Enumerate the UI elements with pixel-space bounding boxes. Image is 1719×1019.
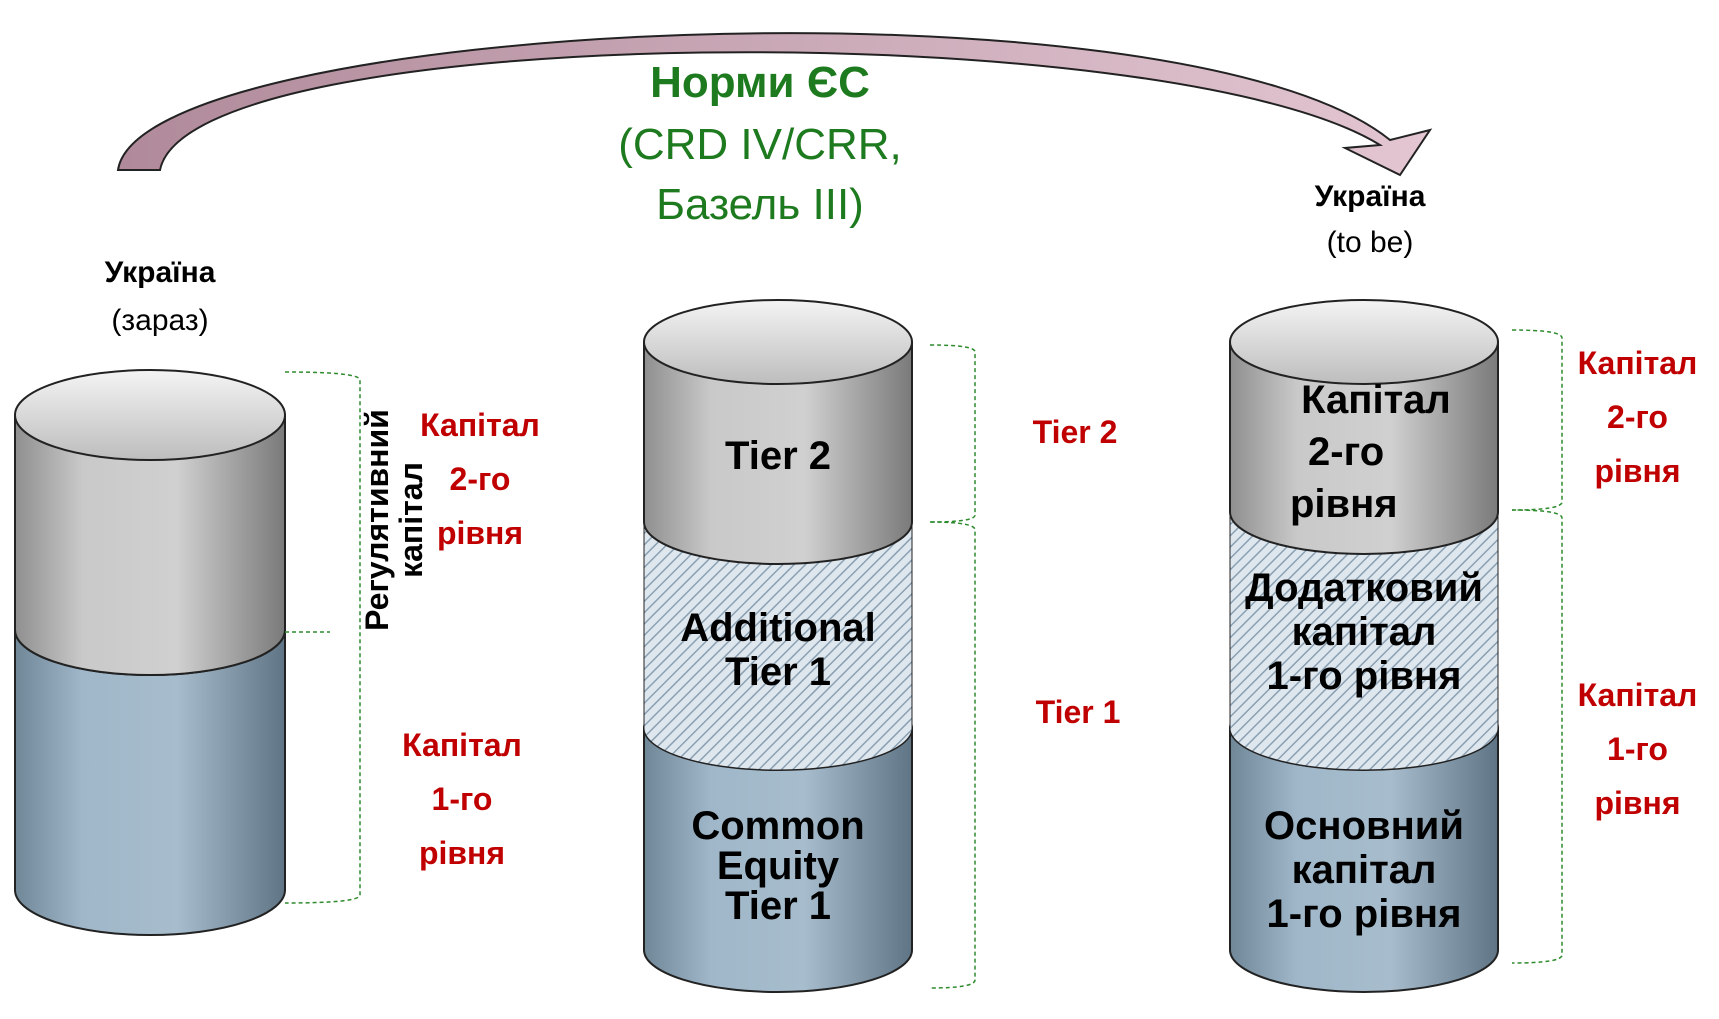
eu-tier2-segment: Tier 2	[725, 434, 831, 478]
future-tier1-line1: Капітал	[1577, 677, 1698, 713]
future-cet1-segment: Основний капітал 1-го рівня	[1232, 804, 1496, 936]
eu-at1-line1: Additional	[680, 606, 876, 650]
bracket-left	[284, 371, 361, 904]
eu-at1-segment: Additional Tier 1	[648, 606, 908, 694]
future-at1-line1: Додатковий	[1245, 566, 1483, 610]
future-tier2-label: Капітал 2-го рівня	[1560, 336, 1715, 498]
eu-title: Норми ЄС	[650, 58, 870, 107]
eu-subtitle-line2: Базель ІІІ)	[656, 180, 864, 229]
eu-subtitle-line1: (CRD IV/CRR,	[618, 120, 902, 169]
future-tier2-seg-line1: Капітал	[1301, 378, 1451, 422]
ukraine-now-title: Україна	[104, 256, 216, 289]
eu-at1-line2: Tier 1	[725, 650, 831, 694]
future-tier2-line3: рівня	[1594, 453, 1681, 489]
eu-cet1-segment: Common Equity Tier 1	[648, 806, 908, 926]
eu-cet1-line1: Common	[691, 804, 865, 848]
now-tier2-line3: рівня	[436, 515, 524, 551]
eu-cet1-line3: Tier 1	[725, 884, 831, 928]
ukraine-future-subtitle: (to be)	[1326, 226, 1414, 259]
future-cet1-line3: 1-го рівня	[1266, 892, 1462, 936]
bracket-eu-tier1	[929, 521, 976, 989]
future-cet1-line1: Основний	[1264, 804, 1464, 848]
future-at1-line3: 1-го рівня	[1266, 654, 1462, 698]
future-tier2-seg-line3: рівня	[1290, 482, 1398, 526]
now-tier2-line1: Капітал	[420, 407, 540, 443]
now-tier1-line2: 1-го	[431, 781, 493, 817]
future-tier2-segment: Капітал 2-го рівня	[1266, 374, 1486, 530]
cylinder-ukraine-future	[1229, 299, 1499, 993]
eu-tier2-label: Tier 2	[1032, 414, 1118, 450]
future-at1-line2: капітал	[1291, 610, 1437, 654]
now-tier1-label: Капітал 1-го рівня	[362, 718, 562, 880]
future-tier2-line1: Капітал	[1577, 345, 1698, 381]
future-cet1-line2: капітал	[1291, 848, 1437, 892]
cylinder-ukraine-now	[14, 369, 286, 936]
now-tier1-line3: рівня	[418, 835, 506, 871]
now-tier2-label: Капітал 2-го рівня	[380, 398, 580, 560]
ukraine-now-subtitle: (зараз)	[111, 304, 209, 337]
bracket-eu-tier2	[929, 344, 976, 523]
future-tier1-line3: рівня	[1594, 785, 1681, 821]
eu-tier1-label: Tier 1	[1035, 694, 1121, 730]
future-tier1-label: Капітал 1-го рівня	[1560, 668, 1715, 830]
bracket-future-tier2	[1511, 329, 1563, 511]
future-tier2-line2: 2-го	[1607, 399, 1668, 435]
arrow	[116, 32, 1433, 177]
cylinder-eu	[643, 299, 913, 993]
now-tier2-line2: 2-го	[449, 461, 511, 497]
bracket-future-tier1	[1511, 509, 1563, 964]
future-at1-segment: Додатковий капітал 1-го рівня	[1232, 566, 1496, 698]
future-tier1-line2: 1-го	[1607, 731, 1668, 767]
ukraine-future-title: Україна	[1314, 180, 1426, 213]
eu-cet1-line2: Equity	[716, 844, 840, 888]
now-tier1-line1: Капітал	[402, 727, 522, 763]
future-tier2-seg-line2: 2-го	[1308, 430, 1385, 474]
